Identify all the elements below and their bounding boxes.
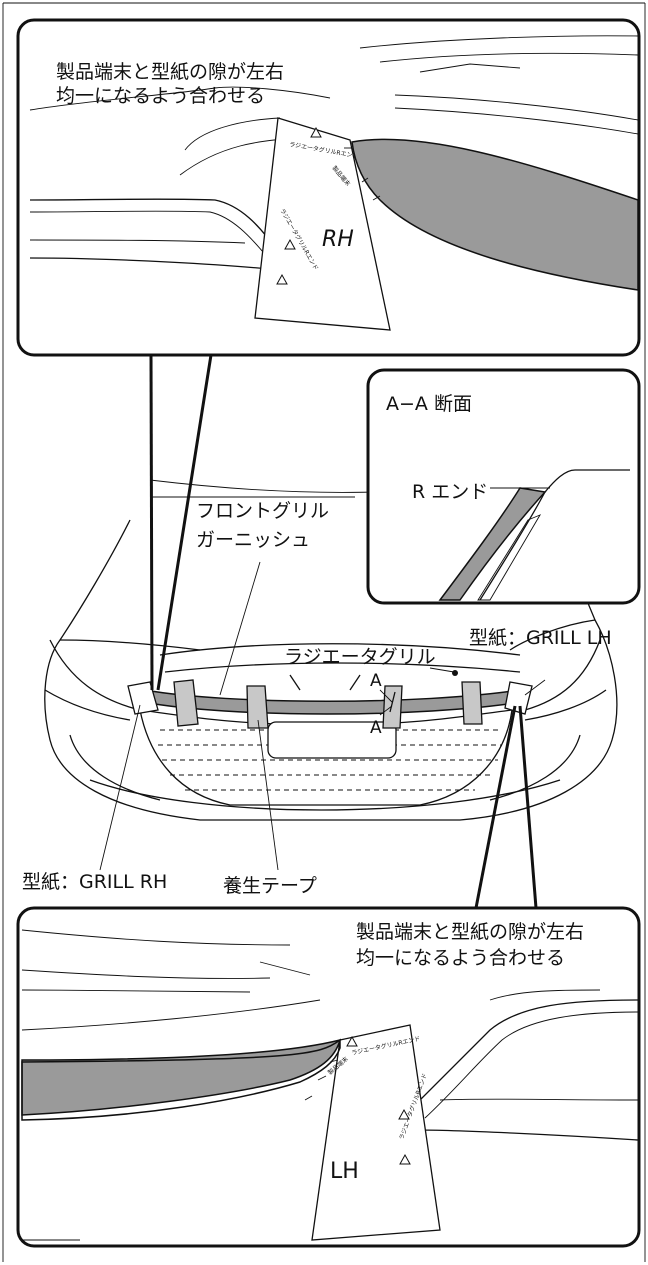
section-aa-title: A−A 断面 xyxy=(386,393,472,415)
leader-lines xyxy=(99,561,546,871)
section-a-top-label: A xyxy=(370,671,382,691)
lh-callout-line1: 製品端末と型紙の隙が左右 xyxy=(356,921,584,943)
curing-tape-label: 養生テープ xyxy=(223,875,317,897)
top-detail-panel: ラジエータグリルRエンド ラジエータグリルRエンド 製品端末 RH 製品端末と型… xyxy=(16,18,641,357)
section-a-bottom-label: A xyxy=(370,718,382,738)
bottom-detail-panel: ラジエータグリルRエンド ラジエータグリルRエンド 製品端末 LH 製品端末と型… xyxy=(16,906,641,1248)
rh-callout-line2: 均一になるよう合わせる xyxy=(56,85,265,107)
template-rh-label: 型紙：GRILL RH xyxy=(22,871,167,893)
rh-template-label: RH xyxy=(322,227,354,252)
section-aa-panel: A−A 断面 R エンド xyxy=(366,368,641,605)
lh-template-label: LH xyxy=(330,1159,359,1184)
garnish-label-line2: ガーニッシュ xyxy=(196,529,310,551)
section-a-markers: A A xyxy=(370,671,396,738)
r-end-label: R エンド xyxy=(412,481,488,503)
lh-callout-line2: 均一になるよう合わせる xyxy=(356,947,565,969)
curing-tapes xyxy=(173,679,483,729)
rh-callout-line1: 製品端末と型紙の隙が左右 xyxy=(56,61,284,83)
garnish-label-line1: フロントグリル xyxy=(196,500,329,522)
template-lh-piece xyxy=(504,681,533,715)
callout-connectors xyxy=(149,354,538,909)
template-lh-label: 型紙：GRILL LH xyxy=(469,627,612,649)
radiator-grille-label: ラジエータグリル xyxy=(284,646,436,668)
template-rh-piece xyxy=(127,681,159,715)
vehicle-front-view xyxy=(44,469,618,821)
